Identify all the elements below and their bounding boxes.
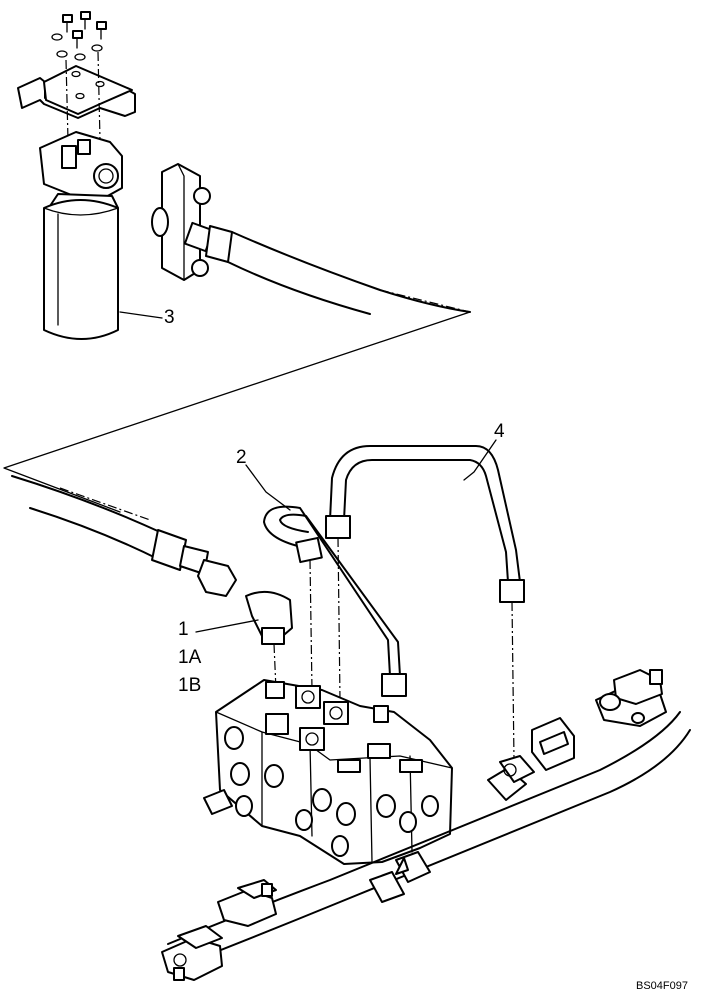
- filter-assembly: [39, 131, 123, 340]
- callout-1: 1: [178, 619, 189, 640]
- tube-4: [325, 445, 525, 761]
- lower-tube: [167, 711, 691, 967]
- mounting-bracket: [17, 51, 136, 141]
- drawing-reference: BS04F097: [636, 980, 688, 992]
- callout-2: 2: [236, 447, 247, 468]
- callout-3: 3: [164, 307, 175, 328]
- adapter-block: [151, 163, 215, 281]
- mounting-bolts: [51, 11, 107, 61]
- valve-top-ports: [265, 681, 389, 751]
- valve-side-fittings: [203, 726, 439, 857]
- callout-1b: 1B: [178, 675, 202, 696]
- callout-1a: 1A: [178, 647, 202, 668]
- left-clamps: [161, 879, 277, 981]
- leader-lines: [119, 311, 497, 633]
- hose-continuation-line: [3, 311, 471, 513]
- hose-upper: [205, 225, 471, 315]
- hose-lower: [11, 475, 237, 597]
- elbow-fitting: [245, 590, 293, 691]
- right-clamps: [531, 669, 667, 771]
- tube-2: [263, 505, 407, 697]
- control-valve-bank: [203, 679, 453, 865]
- callout-4: 4: [494, 421, 505, 442]
